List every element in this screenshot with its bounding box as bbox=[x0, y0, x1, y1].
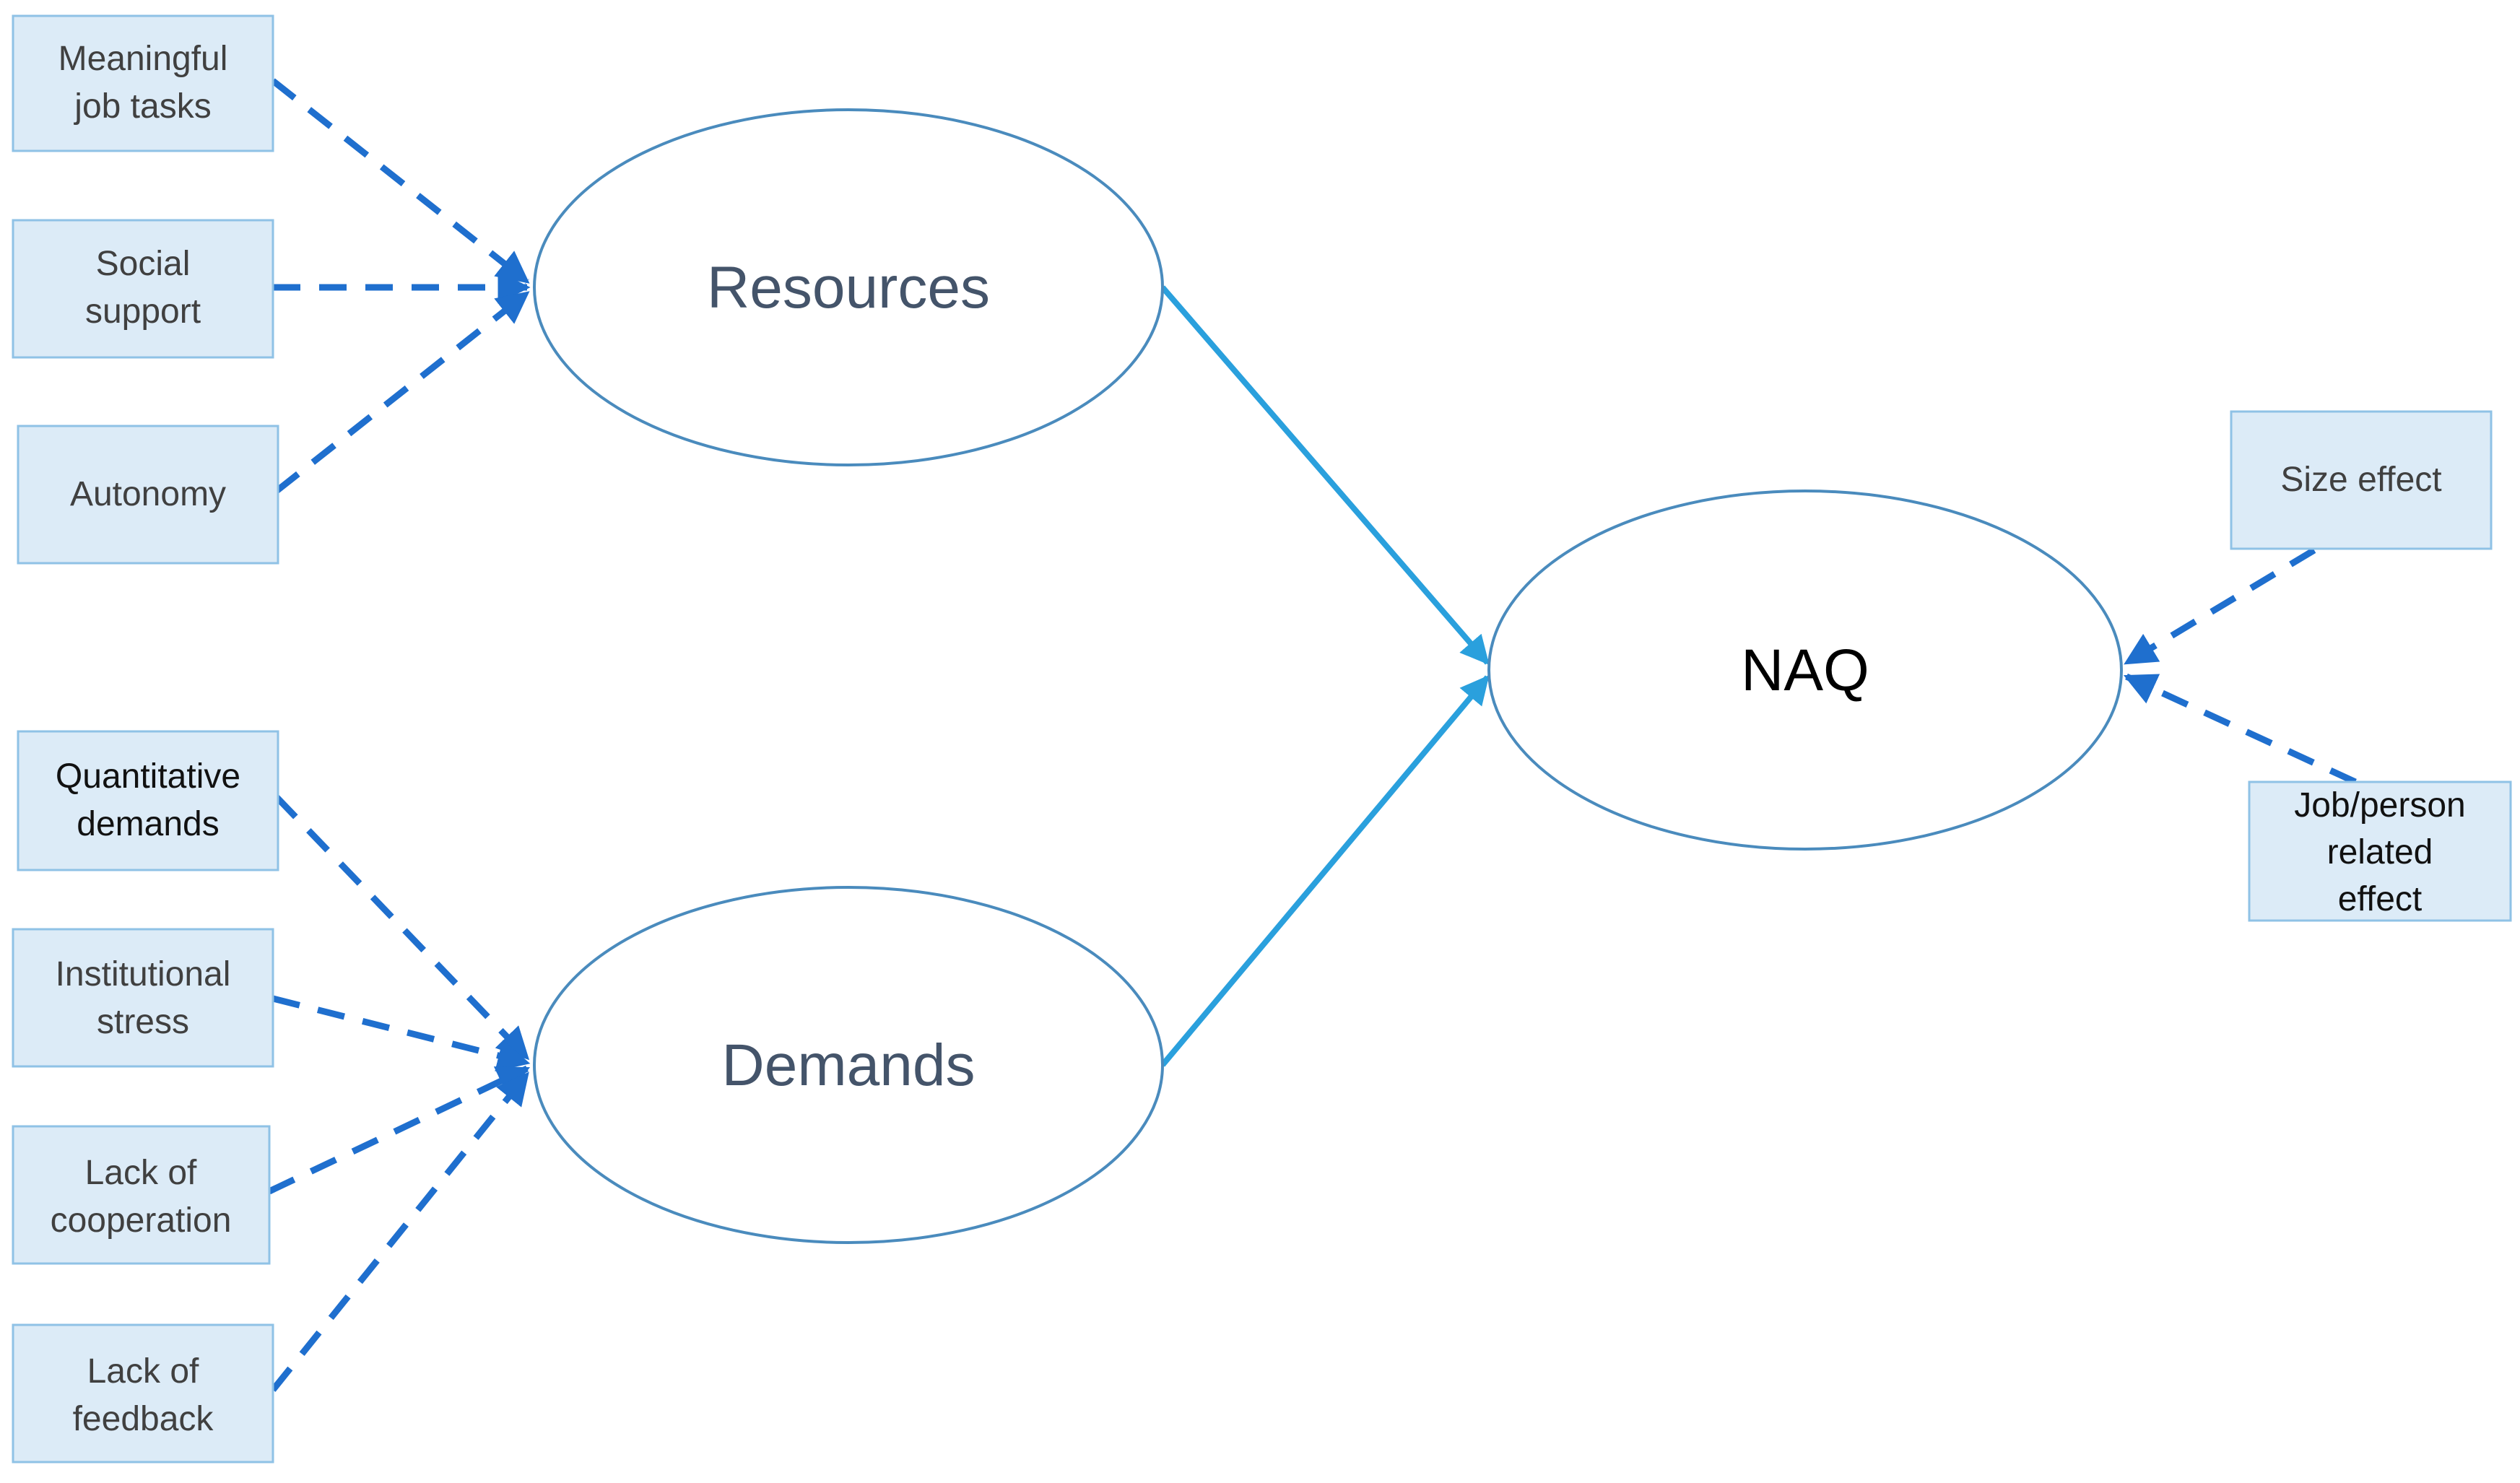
arrow-feedback-to-demands bbox=[270, 1071, 530, 1392]
arrow-job-person-effect-to-naq bbox=[2123, 673, 2357, 786]
box-label-line: feedback bbox=[73, 1400, 214, 1438]
box-label-line: Lack of bbox=[85, 1154, 197, 1192]
arrow-demands-to-naq bbox=[1160, 674, 1490, 1067]
arrow-resources-to-naq bbox=[1160, 285, 1490, 666]
box-institutional-stress: Institutional stress bbox=[12, 928, 274, 1068]
arrow-size-effect-to-naq bbox=[2124, 547, 2316, 666]
box-label-line: Autonomy bbox=[70, 475, 226, 513]
box-label-line: Meaningful bbox=[58, 40, 228, 78]
box-label-line: support bbox=[85, 292, 201, 331]
box-label-line: Size effect bbox=[2280, 461, 2441, 499]
box-quantitative-demands: Quantitative demands bbox=[17, 730, 279, 871]
box-job-person-related-effect: Job/person related effect bbox=[2248, 780, 2512, 922]
box-label-line: job tasks bbox=[73, 87, 211, 126]
box-meaningful-job-tasks: Meaningful job tasks bbox=[12, 14, 274, 152]
box-label-line: cooperation bbox=[51, 1201, 232, 1240]
box-label-line: Lack of bbox=[87, 1352, 199, 1391]
box-label-line: stress bbox=[97, 1003, 189, 1041]
node-demands-label: Demands bbox=[722, 1032, 976, 1098]
box-label-line: Quantitative bbox=[56, 757, 240, 796]
box-label-line: Job/person bbox=[2294, 786, 2466, 825]
arrow-institutional-to-demands bbox=[271, 995, 531, 1071]
box-lack-of-feedback: Lack of feedback bbox=[12, 1323, 274, 1464]
box-label-line: related bbox=[2327, 833, 2433, 871]
node-resources-label: Resources bbox=[707, 255, 990, 321]
box-label-line: Social bbox=[96, 245, 191, 283]
box-size-effect: Size effect bbox=[2230, 410, 2493, 550]
box-label-line: Institutional bbox=[56, 955, 231, 993]
arrow-quantitative-to-demands bbox=[274, 794, 530, 1061]
arrow-autonomy-to-resources bbox=[274, 290, 530, 494]
box-label-line: effect bbox=[2338, 880, 2423, 918]
box-autonomy: Autonomy bbox=[17, 425, 279, 565]
node-resources: Resources bbox=[533, 108, 1164, 466]
box-label-line: demands bbox=[77, 805, 219, 843]
node-naq: NAQ bbox=[1487, 490, 2123, 851]
box-lack-of-cooperation: Lack of cooperation bbox=[12, 1125, 271, 1265]
node-naq-label: NAQ bbox=[1741, 638, 1869, 703]
arrow-meaningful-to-resources bbox=[271, 78, 530, 284]
node-demands: Demands bbox=[533, 886, 1164, 1244]
arrows bbox=[268, 78, 2357, 1392]
arrow-cooperation-to-demands bbox=[268, 1065, 531, 1195]
box-social-support: Social support bbox=[12, 219, 274, 359]
